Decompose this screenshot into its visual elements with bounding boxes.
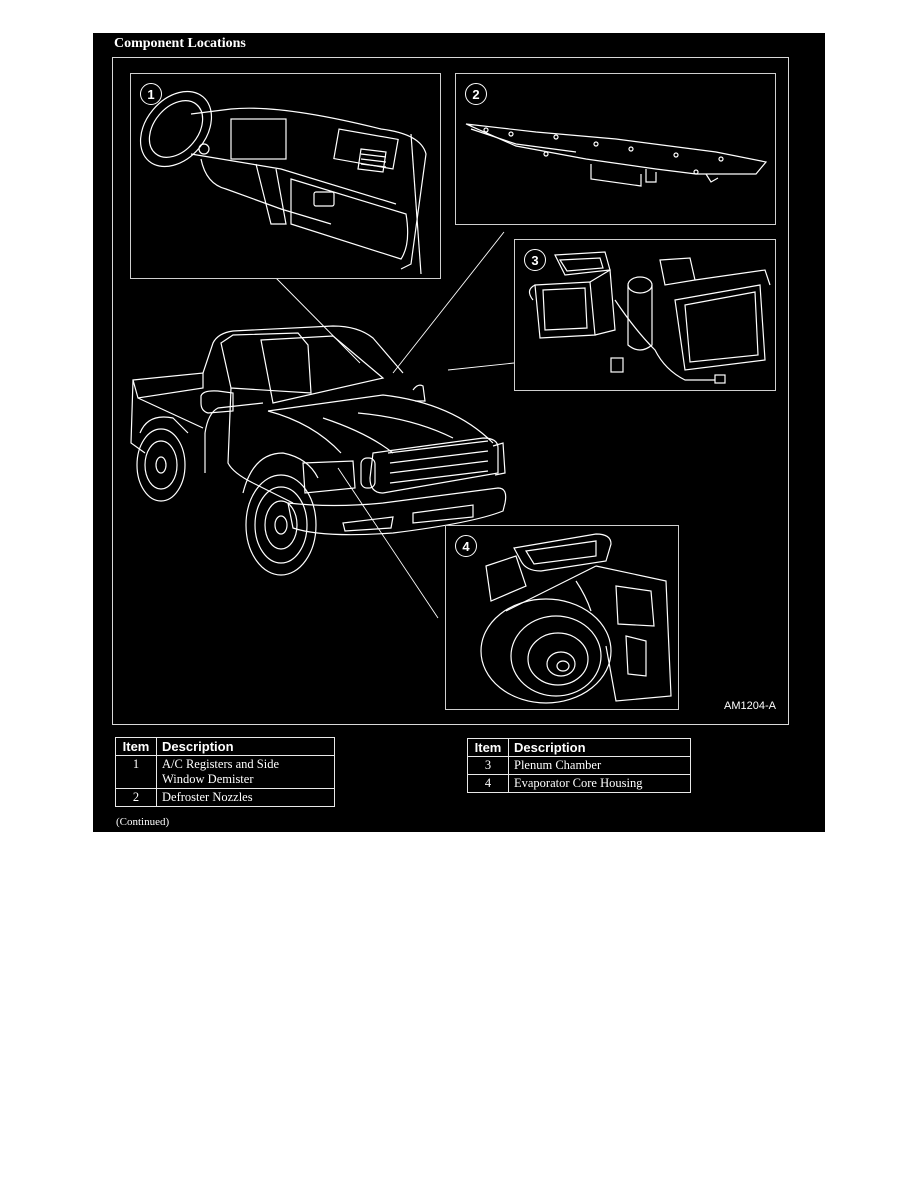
continued-note: (Continued) [116, 816, 170, 828]
table-row: 2 Defroster Nozzles [115, 788, 335, 807]
item-number: 4 [467, 774, 509, 793]
component-locations-figure: Component Locations [93, 33, 825, 832]
panel-1-instrument-panel: 1 [130, 73, 441, 279]
illustration-frame [112, 57, 789, 725]
callout-3: 3 [524, 249, 546, 271]
column-header-item: Item [467, 738, 509, 757]
callout-4: 4 [455, 535, 477, 557]
legend-table-right: Item Description 3 Plenum Chamber 4 Evap… [467, 738, 691, 793]
item-description: Plenum Chamber [508, 756, 691, 775]
item-description: A/C Registers and Side Window Demister [156, 755, 335, 789]
instrument-panel-drawing [139, 90, 427, 275]
legend-header-row: Item Description [467, 738, 691, 757]
table-row: 3 Plenum Chamber [467, 756, 691, 775]
figure-code: AM1204-A [724, 700, 776, 712]
item-number: 2 [115, 788, 157, 807]
description-line: A/C Registers and Side [162, 757, 280, 771]
column-header-description: Description [508, 738, 691, 757]
item-number: 3 [467, 756, 509, 775]
item-description: Defroster Nozzles [156, 788, 335, 807]
table-row: 1 A/C Registers and Side Window Demister [115, 755, 335, 789]
item-number: 1 [115, 755, 157, 789]
panel-4-evaporator-core-housing: 4 [445, 525, 679, 710]
legend-table-left: Item Description 1 A/C Registers and Sid… [115, 737, 335, 807]
item-description: Evaporator Core Housing [508, 774, 691, 793]
panel-2-defroster-nozzles: 2 [455, 73, 776, 225]
evaporator-housing-drawing [480, 533, 672, 704]
truck-illustration [130, 231, 515, 619]
table-row: 4 Evaporator Core Housing [467, 774, 691, 793]
panel-3-plenum-chamber: 3 [514, 239, 776, 391]
defroster-nozzle-drawing [465, 123, 768, 187]
legend-header-row: Item Description [115, 737, 335, 756]
column-header-item: Item [115, 737, 157, 756]
column-header-description: Description [156, 737, 335, 756]
plenum-chamber-drawing [528, 251, 771, 384]
callout-2: 2 [465, 83, 487, 105]
description-line: Window Demister [162, 772, 254, 786]
figure-title: Component Locations [114, 36, 246, 51]
callout-1: 1 [140, 83, 162, 105]
